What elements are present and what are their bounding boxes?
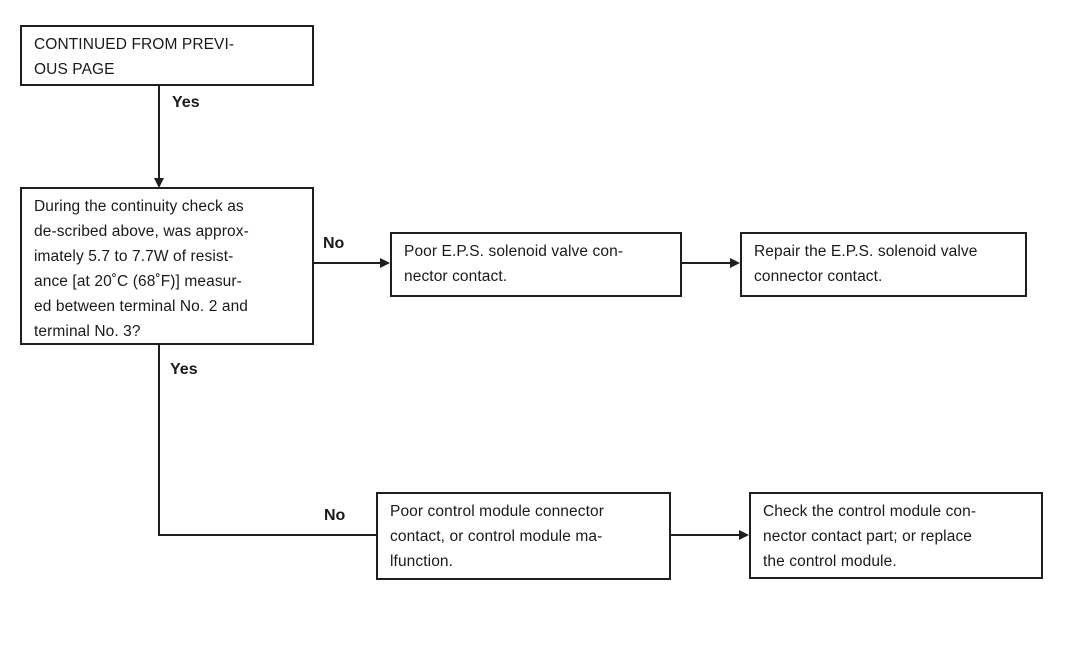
connector-yes-elbow-vertical-line [158,345,160,536]
arrowhead-down-icon [154,178,164,188]
edge-label-yes-1: Yes [172,94,200,111]
connector-yes-down-line [158,86,160,181]
arrowhead-right-icon [739,530,749,540]
node-continued-from-previous-page: CONTINUED FROM PREVI- OUS PAGE [20,25,314,86]
node-repair-solenoid-connector-contact: Repair the E.P.S. solenoid valve connect… [740,232,1027,297]
connector-no-right-line [314,262,381,264]
node-continuity-check-question: During the continuity check as de-scribe… [20,187,314,345]
connector-solenoid-to-repair-line [682,262,731,264]
node-check-control-module: Check the control module con- nector con… [749,492,1043,579]
edge-label-no-2: No [324,507,346,524]
arrowhead-right-icon [380,258,390,268]
edge-label-yes-2: Yes [170,361,198,378]
connector-yes-elbow-horizontal-line [158,534,376,536]
node-poor-control-module-contact: Poor control module connector contact, o… [376,492,671,580]
arrowhead-right-icon [730,258,740,268]
edge-label-no-1: No [323,235,345,252]
connector-module-to-check-line [671,534,740,536]
node-poor-solenoid-connector-contact: Poor E.P.S. solenoid valve con- nector c… [390,232,682,297]
